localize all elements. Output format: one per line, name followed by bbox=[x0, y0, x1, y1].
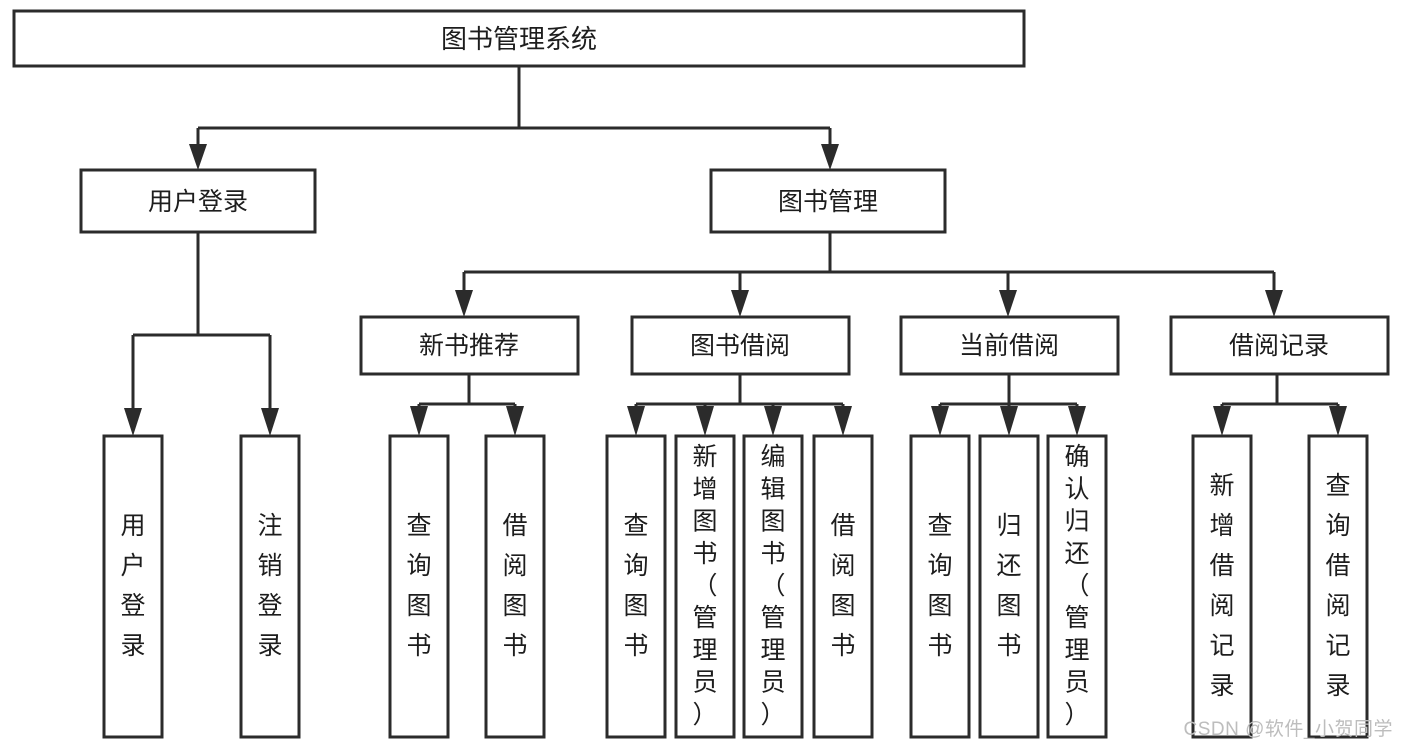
arrow-head-current-borrow bbox=[999, 290, 1017, 317]
leaf-label-record-query: 查询借阅记录 bbox=[1325, 472, 1350, 700]
node-label-user-login: 用户登录 bbox=[148, 188, 248, 216]
arrow-head-leaf-user-login-1 bbox=[124, 408, 142, 436]
leaf-node-borrow-add[interactable]: 新增图书（管理员） bbox=[674, 434, 736, 739]
node-box-new-book-recommend bbox=[359, 315, 580, 376]
leaf-box-user-login-login bbox=[102, 434, 164, 739]
arrow-head-user-login bbox=[189, 144, 207, 170]
node-box-user-login bbox=[79, 168, 317, 234]
node-root-system[interactable]: 图书管理系统 bbox=[12, 9, 1026, 68]
node-box-book-management bbox=[709, 168, 947, 234]
node-box-current-borrow bbox=[899, 315, 1120, 376]
node-book-borrow[interactable]: 图书借阅 bbox=[630, 315, 851, 376]
leaf-label-borrow-add: 新增图书（管理员） bbox=[692, 443, 717, 729]
node-label-new-book-recommend: 新书推荐 bbox=[419, 332, 519, 360]
node-book-management[interactable]: 图书管理 bbox=[709, 168, 947, 234]
leaf-label-borrow-edit: 编辑图书（管理员） bbox=[760, 443, 785, 729]
arrow-head-book-mgmt bbox=[821, 144, 839, 170]
leaf-node-borrow-query[interactable]: 查询图书 bbox=[605, 434, 667, 739]
leaf-node-new-book-query[interactable]: 查询图书 bbox=[388, 434, 450, 739]
leaf-box-borrow-borrow bbox=[812, 434, 874, 739]
arrow-head-leaf-current-borrow-2 bbox=[1000, 406, 1018, 436]
node-label-root: 图书管理系统 bbox=[441, 24, 597, 54]
arrow-head-leaf-new-book-1 bbox=[410, 406, 428, 436]
arrow-head-leaf-new-book-2 bbox=[506, 406, 524, 436]
leaf-node-borrow-borrow[interactable]: 借阅图书 bbox=[812, 434, 874, 739]
leaf-node-user-login-login[interactable]: 用户登录 bbox=[102, 434, 164, 739]
connector-group-user-login bbox=[124, 232, 279, 436]
leaf-label-new-book-borrow: 借阅图书 bbox=[502, 512, 527, 660]
leaf-node-current-confirm-return[interactable]: 确认归还（管理员） bbox=[1046, 434, 1108, 739]
leaf-node-current-query[interactable]: 查询图书 bbox=[909, 434, 971, 739]
leaf-box-borrow-query bbox=[605, 434, 667, 739]
leaf-label-current-confirm-return: 确认归还（管理员） bbox=[1064, 443, 1089, 729]
leaf-label-borrow-borrow: 借阅图书 bbox=[830, 512, 855, 660]
node-borrow-record[interactable]: 借阅记录 bbox=[1169, 315, 1390, 376]
connector-group-root bbox=[189, 66, 839, 170]
connector-group-book-mgmt bbox=[455, 232, 1283, 317]
node-current-borrow[interactable]: 当前借阅 bbox=[899, 315, 1120, 376]
node-label-current-borrow: 当前借阅 bbox=[959, 332, 1059, 360]
node-user-login[interactable]: 用户登录 bbox=[79, 168, 317, 234]
node-label-borrow-record: 借阅记录 bbox=[1229, 332, 1329, 360]
leaf-box-borrow-add bbox=[674, 434, 736, 739]
leaf-box-new-book-borrow bbox=[484, 434, 546, 739]
node-box-root bbox=[12, 9, 1026, 68]
arrow-head-leaf-borrow-record-1 bbox=[1213, 406, 1231, 436]
node-label-book-borrow: 图书借阅 bbox=[690, 332, 790, 360]
leaf-box-new-book-query bbox=[388, 434, 450, 739]
leaf-box-record-query bbox=[1307, 434, 1369, 739]
node-box-book-borrow bbox=[630, 315, 851, 376]
connector-group-borrow-record bbox=[1213, 374, 1347, 436]
arrow-head-borrow-record bbox=[1265, 290, 1283, 317]
leaf-box-current-return bbox=[978, 434, 1040, 739]
leaf-label-current-return: 归还图书 bbox=[996, 512, 1021, 660]
arrow-head-leaf-current-borrow-1 bbox=[931, 406, 949, 436]
arrow-head-leaf-book-borrow-2 bbox=[696, 406, 714, 436]
leaf-node-record-add[interactable]: 新增借阅记录 bbox=[1191, 434, 1253, 739]
connector-group-book-borrow bbox=[627, 374, 852, 436]
node-box-borrow-record bbox=[1169, 315, 1390, 376]
leaf-label-borrow-query: 查询图书 bbox=[623, 512, 648, 660]
leaf-box-borrow-edit bbox=[742, 434, 804, 739]
leaf-label-user-login-login: 用户登录 bbox=[120, 512, 145, 660]
leaf-node-current-return[interactable]: 归还图书 bbox=[978, 434, 1040, 739]
connector-group-current-borrow bbox=[931, 374, 1086, 436]
arrow-head-leaf-book-borrow-3 bbox=[764, 406, 782, 436]
connector-group-new-book bbox=[410, 374, 524, 436]
arrow-head-new-book bbox=[455, 290, 473, 317]
leaf-box-record-add bbox=[1191, 434, 1253, 739]
leaf-box-current-query bbox=[909, 434, 971, 739]
leaf-label-record-add: 新增借阅记录 bbox=[1209, 472, 1234, 700]
node-new-book-recommend[interactable]: 新书推荐 bbox=[359, 315, 580, 376]
node-label-book-management: 图书管理 bbox=[778, 188, 878, 216]
arrow-head-leaf-user-login-2 bbox=[261, 408, 279, 436]
leaf-box-current-confirm-return bbox=[1046, 434, 1108, 739]
arrow-head-leaf-book-borrow-4 bbox=[834, 406, 852, 436]
leaf-box-user-login-logout bbox=[239, 434, 301, 739]
arrow-head-leaf-borrow-record-2 bbox=[1329, 406, 1347, 436]
arrow-head-leaf-book-borrow-1 bbox=[627, 406, 645, 436]
leaf-label-user-login-logout: 注销登录 bbox=[257, 512, 282, 660]
leaf-node-new-book-borrow[interactable]: 借阅图书 bbox=[484, 434, 546, 739]
leaf-node-borrow-edit[interactable]: 编辑图书（管理员） bbox=[742, 434, 804, 739]
leaf-label-new-book-query: 查询图书 bbox=[406, 512, 431, 660]
arrow-head-leaf-current-borrow-3 bbox=[1068, 406, 1086, 436]
leaf-node-user-login-logout[interactable]: 注销登录 bbox=[239, 434, 301, 739]
leaf-label-current-query: 查询图书 bbox=[927, 512, 952, 660]
arrow-head-book-borrow bbox=[731, 290, 749, 317]
leaf-node-record-query[interactable]: 查询借阅记录 bbox=[1307, 434, 1369, 739]
